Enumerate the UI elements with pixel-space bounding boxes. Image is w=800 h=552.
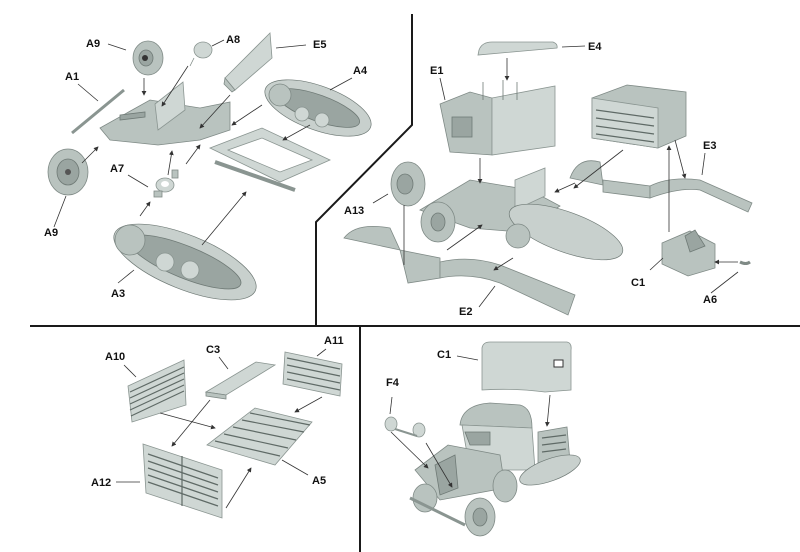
label-a1: A1 (65, 71, 79, 83)
panel-final: C1 F4 (384, 341, 581, 537)
label-a8: A8 (226, 34, 240, 46)
final-truck (409, 402, 581, 537)
side-panel-a12 (142, 443, 223, 519)
part-a6 (739, 260, 751, 265)
roof-e4 (477, 41, 558, 56)
label-a9-bottom: A9 (44, 227, 58, 239)
cab-e1 (439, 80, 556, 156)
label-e1: E1 (430, 65, 443, 77)
label-a11: A11 (324, 335, 344, 347)
seat-e5 (223, 32, 273, 93)
label-e4: E4 (588, 41, 602, 53)
label-a9-top: A9 (86, 38, 100, 50)
track-a4 (264, 79, 372, 137)
wheel-a9-bottom (47, 148, 89, 196)
panel-dividers (30, 14, 800, 552)
label-c3: C3 (206, 344, 220, 356)
board-c3 (204, 361, 277, 400)
side-panel-a10 (127, 359, 187, 423)
steering-wheel-a8 (189, 41, 213, 67)
rear-fender-e3 (569, 160, 753, 213)
label-f4: F4 (386, 377, 400, 389)
canopy-c1 (481, 341, 572, 393)
panel-cab-and-body: E4 E1 E3 A13 C1 A6 E2 (343, 41, 753, 318)
label-a12: A12 (91, 477, 111, 489)
label-a7: A7 (110, 163, 124, 175)
panel-chassis: A9 A8 E5 A1 A4 A7 A9 A3 (44, 32, 372, 301)
side-panel-a11 (282, 351, 343, 397)
label-c1-final: C1 (437, 349, 451, 361)
mount-c1 (661, 229, 716, 277)
panel-cargo-bed: A10 C3 A11 A12 A5 (91, 335, 344, 519)
label-a5: A5 (312, 475, 326, 487)
label-e3: E3 (703, 140, 716, 152)
label-a10: A10 (105, 351, 125, 363)
label-e5: E5 (313, 39, 326, 51)
label-a6: A6 (703, 294, 717, 306)
axle-part-a7 (153, 169, 179, 198)
label-a13: A13 (344, 205, 364, 217)
label-a3: A3 (111, 288, 125, 300)
track-a3 (113, 223, 257, 301)
chassis-frame (208, 127, 331, 192)
wheel-a13 (390, 161, 426, 207)
label-e2: E2 (459, 306, 472, 318)
cargo-box (591, 84, 687, 149)
wheel-a9-top (132, 40, 164, 76)
front-fender-e2 (343, 225, 576, 316)
assembled-chassis (419, 167, 624, 261)
chassis-body-a1 (71, 81, 231, 146)
label-c1: C1 (631, 277, 645, 289)
floor-a5 (206, 407, 313, 466)
label-a4: A4 (353, 65, 368, 77)
headlights-f4 (384, 416, 426, 438)
